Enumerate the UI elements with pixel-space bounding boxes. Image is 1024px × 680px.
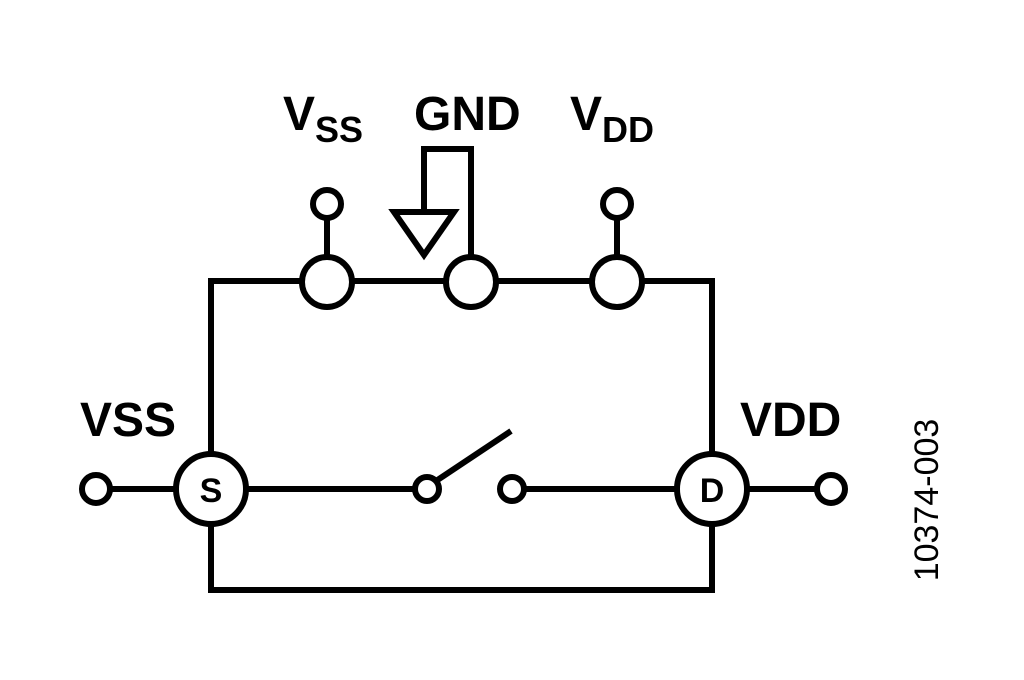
switch-contact-right xyxy=(497,474,527,504)
vss-side-label: VSS xyxy=(80,394,176,447)
switch-blade xyxy=(434,428,513,484)
vdd-top-label: VDD xyxy=(570,88,654,150)
vss-top-label: VSS xyxy=(283,88,363,150)
right-terminal xyxy=(814,472,848,506)
vss-node xyxy=(299,254,355,310)
ground-symbol-icon xyxy=(388,209,460,261)
gnd-node xyxy=(443,254,499,310)
figure-id: 10374-003 xyxy=(908,419,946,582)
switch-contact-left xyxy=(412,474,442,504)
vss-pin-terminal xyxy=(310,187,344,221)
vdd-side-label: VDD xyxy=(740,394,841,447)
bottom-rail-wire xyxy=(208,525,715,593)
source-label: S xyxy=(200,472,223,510)
vdd-pin-terminal xyxy=(600,187,634,221)
drain-label: D xyxy=(700,472,725,510)
gnd-label: GND xyxy=(414,88,521,141)
source-node xyxy=(173,451,249,527)
drain-node xyxy=(674,451,750,527)
vdd-node xyxy=(589,254,645,310)
gnd-wire xyxy=(421,146,474,256)
left-terminal xyxy=(79,472,113,506)
